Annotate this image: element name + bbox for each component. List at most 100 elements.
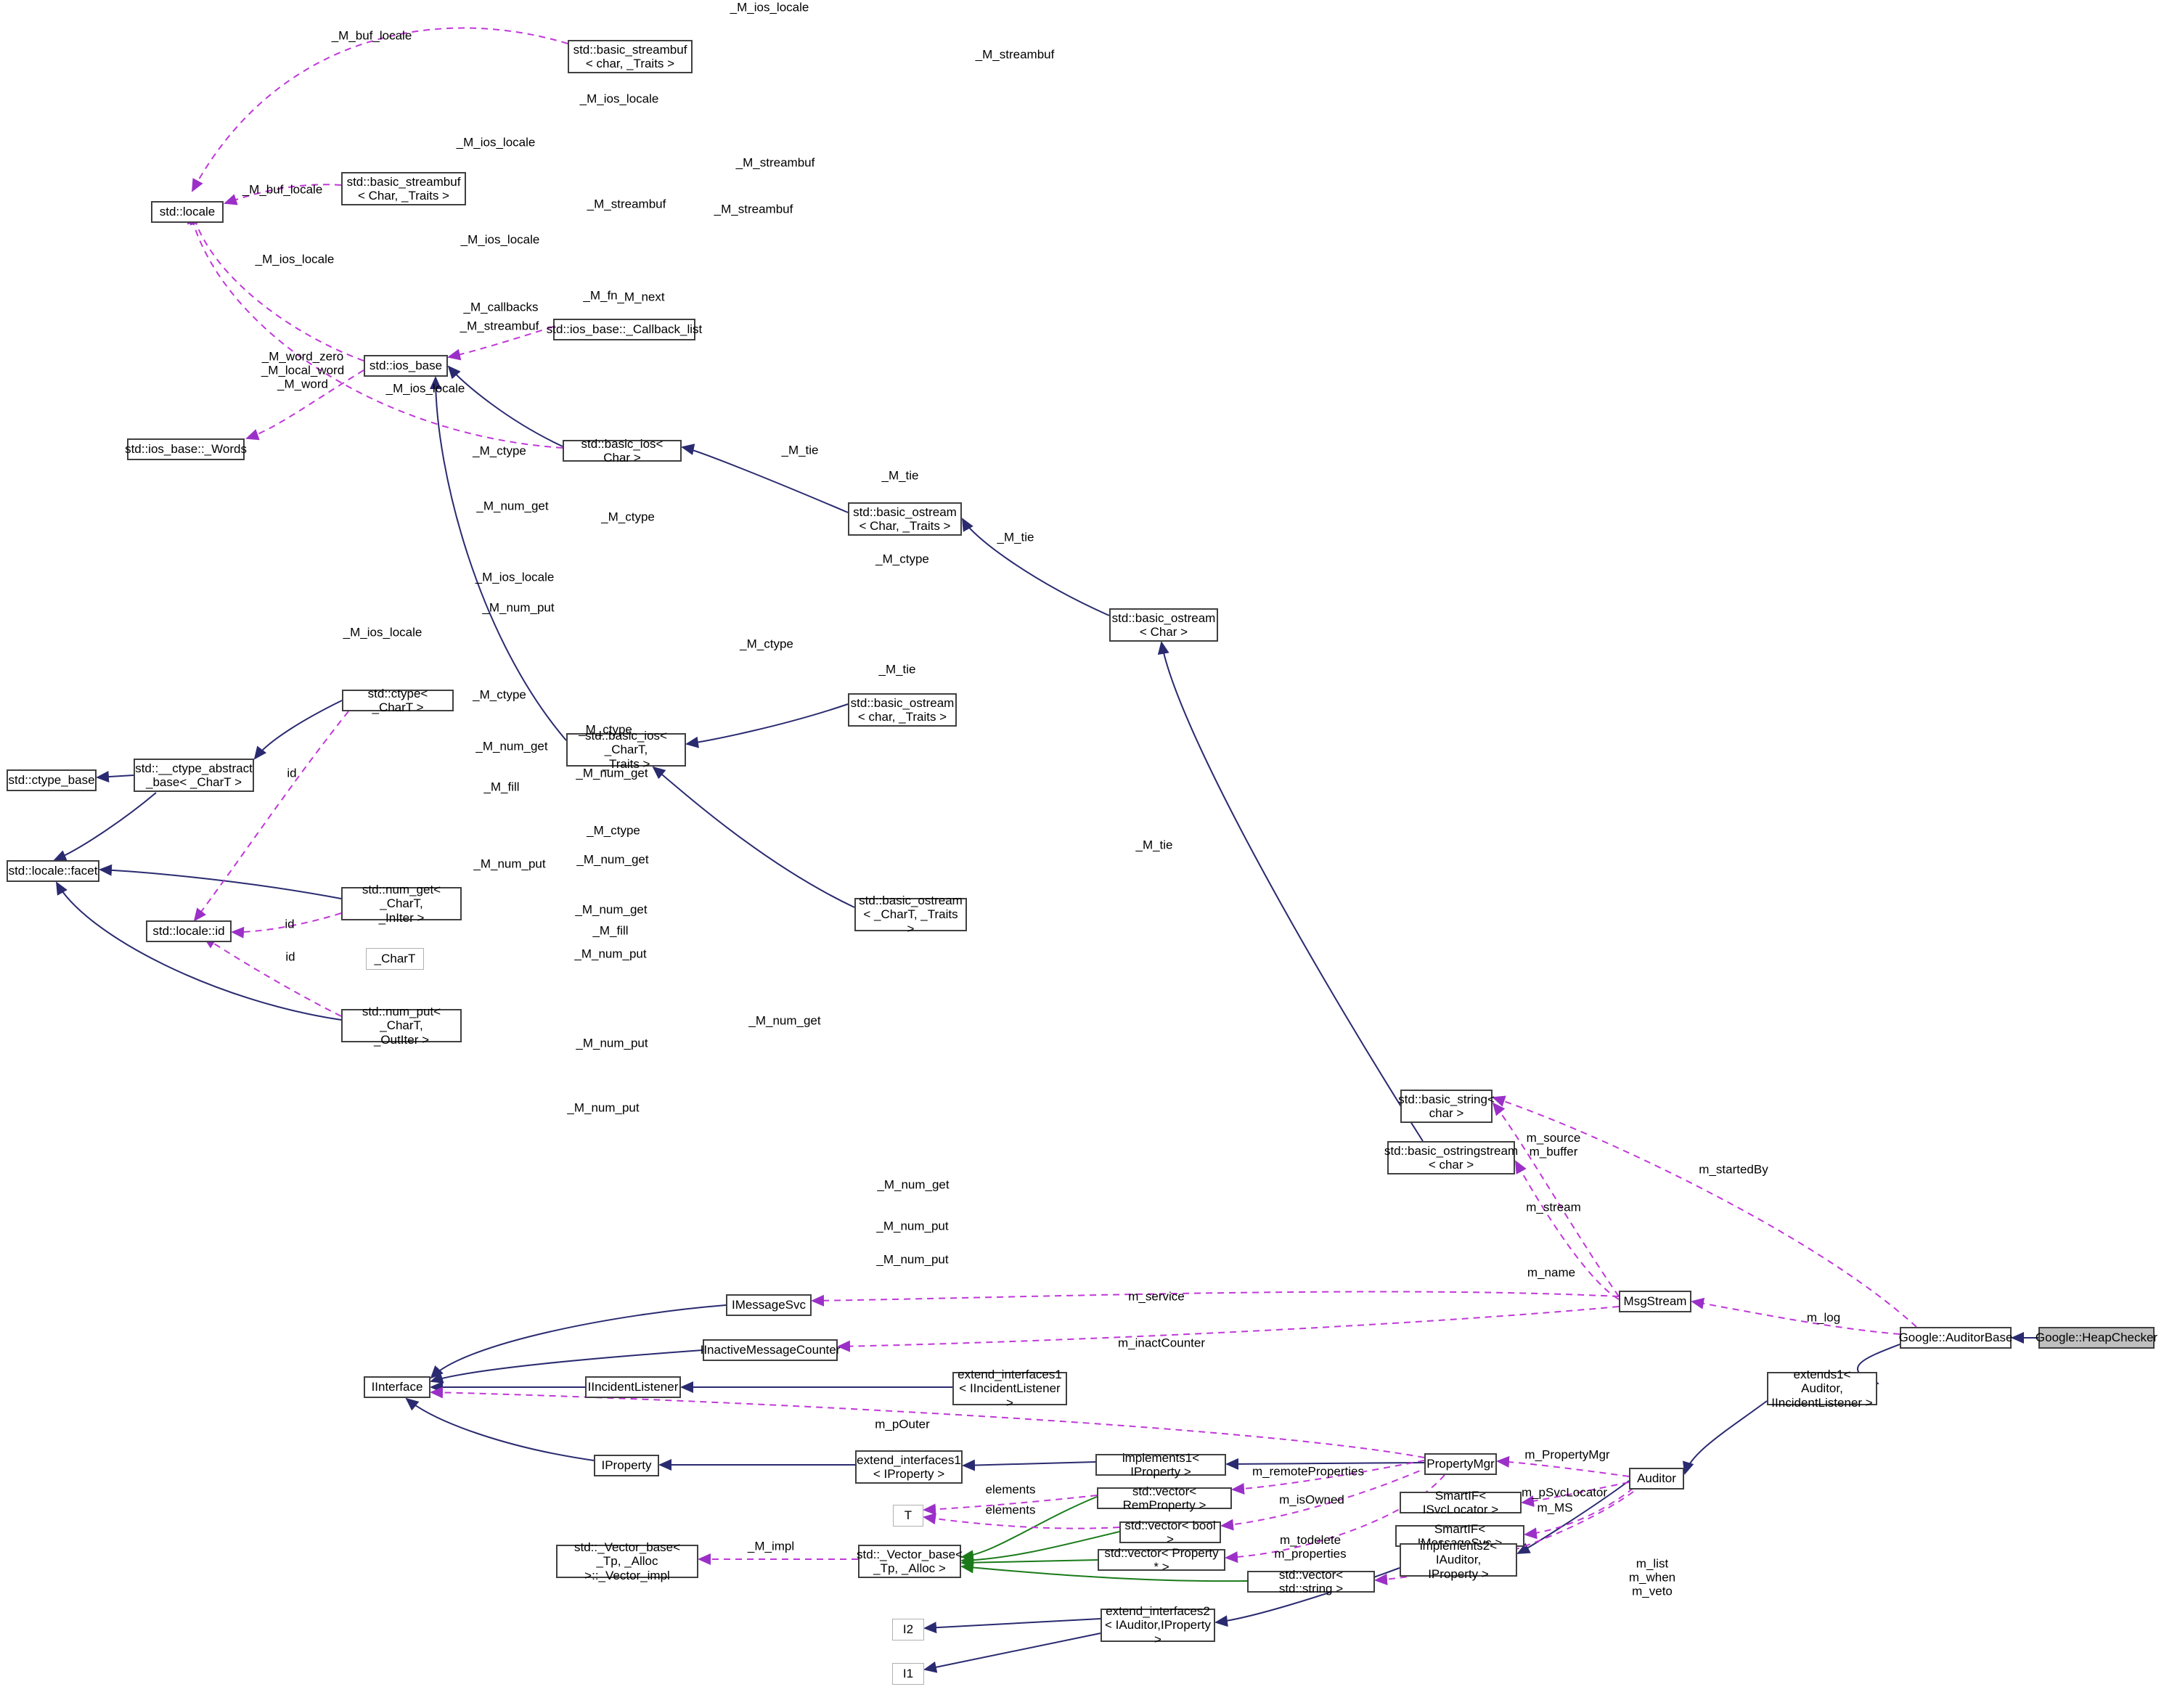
edge-label: _M_ctype bbox=[473, 444, 526, 458]
class-node-basic-ostringstream-char[interactable]: std::basic_ostringstream < char > bbox=[1384, 1141, 1518, 1174]
class-node-num-get[interactable]: std::num_get< _CharT, _InIter > bbox=[341, 883, 462, 925]
edge-inherit bbox=[962, 518, 1110, 616]
edge-usage bbox=[187, 211, 563, 449]
edge-inherit bbox=[652, 766, 855, 908]
class-node-imessagesvc[interactable]: IMessageSvc bbox=[726, 1294, 812, 1316]
class-node-implements2-iauditor[interactable]: implements2< IAuditor, IProperty > bbox=[1400, 1539, 1517, 1581]
class-node-iproperty[interactable]: IProperty bbox=[594, 1455, 659, 1476]
class-node-vector-base[interactable]: std::_Vector_base< _Tp, _Alloc > bbox=[857, 1545, 963, 1578]
class-node-I1[interactable]: I1 bbox=[892, 1663, 924, 1685]
class-node-I2[interactable]: I2 bbox=[892, 1619, 924, 1640]
class-node-ctype-CharT[interactable]: std::ctype< _CharT > bbox=[342, 687, 454, 714]
edge-label: _M_ios_locale bbox=[475, 570, 555, 584]
edge-inherit bbox=[1225, 1458, 1425, 1470]
edge-label: _M_num_get bbox=[476, 499, 549, 513]
edge-usage bbox=[1231, 1460, 1425, 1495]
edge-label: m_PropertyMgr bbox=[1524, 1447, 1610, 1462]
edge-label: _M_streambuf bbox=[735, 155, 815, 170]
class-node-extends1-auditor[interactable]: extends1< Auditor, IIncidentListener > bbox=[1767, 1368, 1877, 1410]
class-node-extend-interfaces2-iauditor[interactable]: extend_interfaces2 < IAuditor,IProperty … bbox=[1101, 1604, 1215, 1646]
edge-label: _M_num_put bbox=[876, 1252, 949, 1267]
class-node-ctype-abstract-base[interactable]: std::__ctype_abstract _base< _CharT > bbox=[134, 759, 254, 792]
edge-inherit bbox=[1682, 1400, 1768, 1475]
edge-label: id bbox=[287, 766, 297, 780]
class-node-iincidentlistener[interactable]: IIncidentListener bbox=[585, 1376, 681, 1398]
class-node-basic-ostream-Char-Traits[interactable]: std::basic_ostream < Char, _Traits > bbox=[848, 502, 962, 536]
edge-usage bbox=[231, 912, 342, 939]
class-node-auditor[interactable]: Auditor bbox=[1629, 1468, 1684, 1490]
class-node-iinterface[interactable]: IInterface bbox=[364, 1376, 430, 1398]
edge-usage bbox=[811, 1291, 1620, 1307]
class-node-ctype-base[interactable]: std::ctype_base bbox=[7, 769, 97, 791]
class-node-extend-interfaces1-iincident[interactable]: extend_interfaces1 < IIncidentListener > bbox=[952, 1368, 1067, 1410]
edge-label: _M_tie bbox=[997, 530, 1034, 544]
class-node-implements1-iproperty[interactable]: implements1< IProperty > bbox=[1095, 1451, 1226, 1479]
class-node-vector-remproperty[interactable]: std::vector< RemProperty > bbox=[1097, 1484, 1232, 1512]
edge-label: _M_ctype bbox=[875, 552, 929, 566]
class-node-extend-interfaces1-iproperty[interactable]: extend_interfaces1 < IProperty > bbox=[855, 1450, 963, 1484]
edge-label: _M_tie bbox=[881, 468, 919, 483]
class-node-T[interactable]: T bbox=[893, 1505, 923, 1527]
class-node-locale-id[interactable]: std::locale::id bbox=[146, 920, 232, 942]
edge-label: id bbox=[285, 949, 295, 964]
class-node-basic-streambuf-char[interactable]: std::basic_streambuf < char, _Traits > bbox=[568, 40, 693, 73]
edge-usage bbox=[1521, 1482, 1630, 1508]
class-node-smartif-isvclocator[interactable]: SmartIF< ISvcLocator > bbox=[1400, 1489, 1522, 1516]
class-node-locale-facet[interactable]: std::locale::facet bbox=[7, 860, 99, 882]
class-node-google-auditorbase[interactable]: Google::AuditorBase bbox=[1899, 1327, 2012, 1349]
edge-usage bbox=[1524, 1487, 1634, 1540]
edge-label: m_service bbox=[1128, 1289, 1185, 1304]
class-node-vector-string[interactable]: std::vector< std::string > bbox=[1247, 1568, 1375, 1595]
edge-usage bbox=[447, 326, 554, 361]
edge-label: _M_num_put bbox=[574, 947, 647, 961]
edge-usage bbox=[1496, 1455, 1630, 1477]
class-node-CharT[interactable]: _CharT bbox=[366, 948, 424, 970]
class-node-basic-ios-CharT-Traits[interactable]: std::basic_ios< _CharT, _Traits > bbox=[566, 729, 686, 771]
edge-label: elements bbox=[985, 1482, 1036, 1497]
edge-label: _M_buf_locale bbox=[242, 182, 323, 197]
edge-label: _M_num_get bbox=[877, 1177, 950, 1192]
edge-inherit bbox=[405, 1397, 595, 1461]
class-node-iinactivemessagecounter[interactable]: IInactiveMessageCounter bbox=[701, 1339, 840, 1361]
edge-inherit bbox=[56, 881, 342, 1021]
class-node-ios-base-words[interactable]: std::ios_base::_Words bbox=[125, 438, 247, 460]
class-node-google-heapchecker[interactable]: Google::HeapChecker bbox=[2036, 1327, 2157, 1349]
class-node-callback-list[interactable]: std::ios_base::_Callback_list bbox=[547, 319, 702, 340]
class-node-vector-bool[interactable]: std::vector< bool > bbox=[1119, 1519, 1221, 1546]
edge-label: _M_ctype bbox=[601, 510, 655, 524]
edge-inherit bbox=[923, 1618, 1101, 1634]
edge-template bbox=[960, 1531, 1120, 1566]
edge-label: m_pOuter bbox=[875, 1417, 930, 1431]
edge-label: _M_num_get bbox=[748, 1013, 821, 1028]
class-node-locale[interactable]: std::locale bbox=[151, 201, 224, 223]
class-node-basic-streambuf-Char[interactable]: std::basic_streambuf < Char, _Traits > bbox=[341, 172, 466, 205]
edge-label: m_remoteProperties bbox=[1252, 1464, 1365, 1479]
class-node-vector-property-ptr[interactable]: std::vector< Property * > bbox=[1098, 1546, 1225, 1574]
edge-usage bbox=[203, 936, 342, 1017]
edge-inherit bbox=[923, 1633, 1101, 1673]
edge-label: m_todelete m_properties bbox=[1274, 1532, 1347, 1561]
edge-usage bbox=[837, 1306, 1620, 1352]
edge-template bbox=[960, 1556, 1098, 1569]
class-node-vector-base-impl[interactable]: std::_Vector_base< _Tp, _Alloc >::_Vecto… bbox=[556, 1540, 698, 1582]
edge-usage bbox=[192, 27, 568, 192]
edge-label: _M_impl bbox=[747, 1539, 795, 1553]
class-node-basic-ostream-Char[interactable]: std::basic_ostream < Char > bbox=[1109, 608, 1218, 642]
edge-label: _M_num_get bbox=[475, 739, 548, 753]
class-node-propertymgr[interactable]: PropertyMgr bbox=[1424, 1453, 1497, 1475]
class-node-ios-base[interactable]: std::ios_base bbox=[364, 355, 448, 377]
edge-inherit bbox=[681, 444, 849, 513]
edge-usage bbox=[224, 184, 342, 205]
class-node-msgstream[interactable]: MsgStream bbox=[1619, 1291, 1691, 1312]
edge-inherit bbox=[1516, 1480, 1630, 1554]
class-node-num-put[interactable]: std::num_put< _CharT, _OutIter > bbox=[341, 1005, 462, 1047]
class-node-basic-ostream-char-Traits[interactable]: std::basic_ostream < char, _Traits > bbox=[848, 693, 957, 727]
class-node-basic-ostream-CharT-Traits[interactable]: std::basic_ostream < _CharT, _Traits > bbox=[854, 894, 967, 936]
class-node-basic-ios-Char[interactable]: std::basic_ios< Char > bbox=[563, 437, 682, 465]
edge-label: m_pSvcLocator bbox=[1521, 1485, 1608, 1500]
edge-usage bbox=[1691, 1297, 1900, 1335]
class-node-basic-string-char[interactable]: std::basic_string< char > bbox=[1398, 1090, 1495, 1123]
edge-label: _M_num_put bbox=[567, 1100, 640, 1115]
edge-inherit bbox=[430, 1304, 727, 1379]
